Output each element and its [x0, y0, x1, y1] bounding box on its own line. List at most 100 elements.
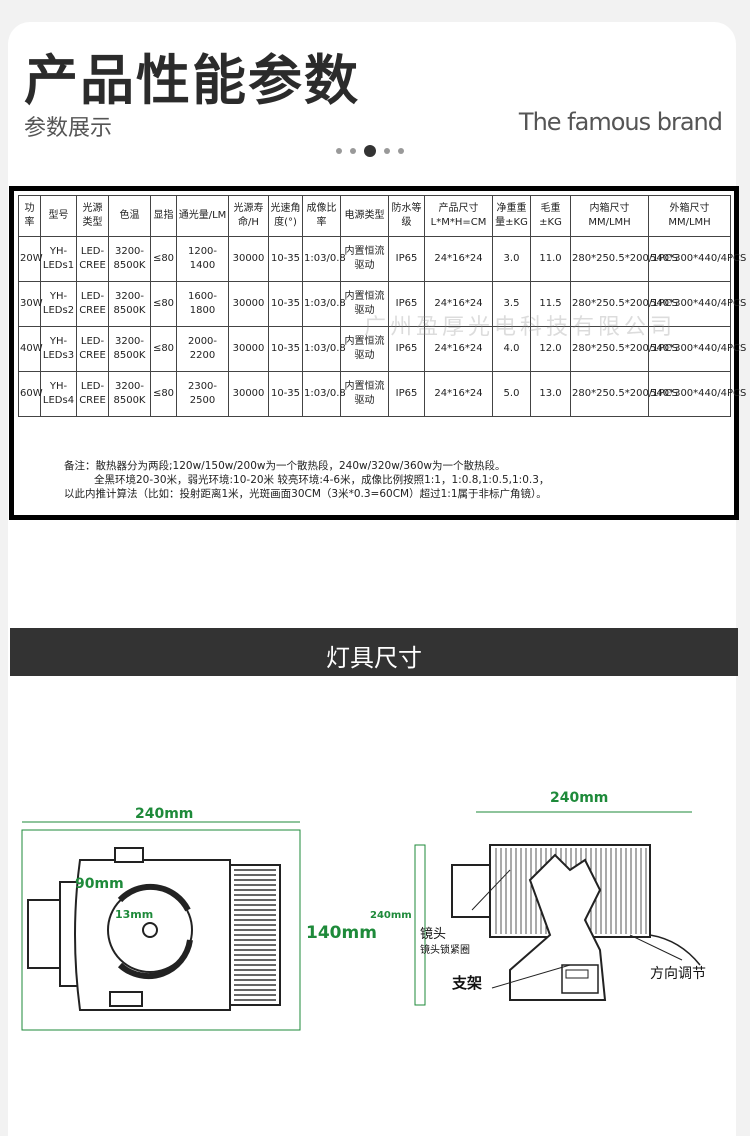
spec-cell: 1200-1400 — [176, 236, 229, 282]
spec-cell: YH-LEDs2 — [40, 281, 77, 327]
spec-cell: 1:03/0.8 — [302, 236, 346, 282]
carousel-dots[interactable] — [336, 145, 404, 157]
spec-cell: ≤80 — [150, 371, 177, 417]
side-view-drawing: 240mm 90mm 13mm 140mm — [21, 806, 377, 1031]
spec-cell: 内置恒流驱动 — [340, 326, 389, 372]
spec-cell: LED-CREE — [76, 281, 109, 327]
spec-header-cell: 型号 — [40, 195, 77, 237]
page-title: 产品性能参数 — [24, 49, 360, 112]
right-width-label: 240mm — [550, 790, 608, 806]
spec-cell: 540*300*440/4PCS — [648, 281, 746, 327]
spec-cell: 60W — [18, 371, 43, 417]
dimension-diagram: 240mm 90mm 13mm 140mm 240mm 240mm 镜头 镜头锁… — [21, 790, 706, 1031]
carousel-dot-active[interactable] — [364, 145, 376, 157]
spec-header-cell: 防水等级 — [388, 195, 425, 237]
spec-header-cell: 显指 — [150, 195, 177, 237]
spec-cell: LED-CREE — [76, 371, 109, 417]
bracket-label: 支架 — [451, 974, 482, 992]
carousel-dot[interactable] — [398, 148, 404, 154]
watermark-text: 广州盈厚光电科技有限公司 — [364, 315, 677, 340]
section-header: 灯具尺寸 — [10, 628, 738, 676]
spec-cell: 20W — [18, 236, 43, 282]
spec-cell: 24*16*24 — [424, 371, 493, 417]
lens-label: 镜头 — [420, 927, 446, 942]
spec-cell: 10-35 — [268, 281, 303, 327]
page-subtitle: 参数展示 — [24, 116, 113, 141]
spec-cell: 30000 — [228, 281, 269, 327]
spec-header-cell: 光源寿命/H — [228, 195, 269, 237]
spec-header-cell: 光速角度(°) — [268, 195, 303, 237]
spec-cell: 3200-8500K — [108, 326, 151, 372]
front-view-drawing: 240mm 240mm 镜头 镜头锁紧圈 支架 方向调节 — [370, 790, 706, 1006]
spec-cell: 13.0 — [530, 371, 571, 417]
spec-cell: 2000-2200 — [176, 326, 229, 372]
carousel-dot[interactable] — [384, 148, 390, 154]
spec-cell: 540*300*440/4PCS — [648, 326, 746, 372]
spec-cell: 3.0 — [492, 236, 531, 282]
left-height-label: 140mm — [306, 923, 377, 943]
carousel-dot[interactable] — [350, 148, 356, 154]
spec-cell: 10-35 — [268, 371, 303, 417]
brand-text: The famous brand — [518, 108, 723, 136]
spec-cell: 2300-2500 — [176, 371, 229, 417]
spec-cell: IP65 — [388, 236, 425, 282]
spec-cell: 540*300*440/4PCS — [648, 236, 746, 282]
spec-cell: 40W — [18, 326, 43, 372]
spec-cell: IP65 — [388, 371, 425, 417]
spec-cell: IP65 — [388, 326, 425, 372]
spec-header-cell: 光源类型 — [76, 195, 109, 237]
spec-cell: 1600-1800 — [176, 281, 229, 327]
spec-cell: 280*250.5*200/1PCS — [570, 236, 678, 282]
spec-cell: 540*300*440/4PCS — [648, 371, 746, 417]
spec-cell: 10-35 — [268, 236, 303, 282]
spec-header-cell: 色温 — [108, 195, 151, 237]
carousel-dot[interactable] — [336, 148, 342, 154]
spec-cell: LED-CREE — [76, 326, 109, 372]
left-width-label: 240mm — [135, 806, 193, 822]
spec-cell: YH-LEDs4 — [40, 371, 77, 417]
spec-cell: 内置恒流驱动 — [340, 371, 389, 417]
spec-cell: LED-CREE — [76, 236, 109, 282]
spec-cell: 内置恒流驱动 — [340, 236, 389, 282]
spec-header-cell: 内箱尺寸 MM/LMH — [570, 195, 649, 237]
spec-cell: 30W — [18, 281, 43, 327]
spec-header-cell: 外箱尺寸 MM/LMH — [648, 195, 731, 237]
spec-cell: ≤80 — [150, 236, 177, 282]
diameter-label: 90mm — [75, 876, 124, 892]
spec-cell: 12.0 — [530, 326, 571, 372]
spec-cell: 30000 — [228, 326, 269, 372]
spec-cell: 280*250.5*200/1PCS — [570, 371, 678, 417]
spec-cell: 3200-8500K — [108, 281, 151, 327]
spec-header-cell: 净重重量±KG — [492, 195, 531, 237]
spec-cell: 280*250.5*200/1PCS — [570, 281, 678, 327]
spec-cell: 3200-8500K — [108, 371, 151, 417]
spec-cell: 24*16*24 — [424, 236, 493, 282]
spec-cell: 3200-8500K — [108, 236, 151, 282]
spec-cell: ≤80 — [150, 281, 177, 327]
spec-cell: 24*16*24 — [424, 281, 493, 327]
spec-cell: ≤80 — [150, 326, 177, 372]
note-line: 备注：散热器分为两段;120w/150w/200w为一个散热段，240w/320… — [64, 460, 506, 472]
spec-cell: 280*250.5*200/1PCS — [570, 326, 678, 372]
spec-header-cell: 产品尺寸 L*M*H=CM — [424, 195, 493, 237]
right-height-label: 240mm — [370, 910, 412, 921]
spec-cell: 1:03/0.8 — [302, 326, 346, 372]
note-line: 全黑环境20-30米，弱光环境:10-20米 较亮环境:4-6米，成像比例按照1… — [94, 474, 550, 486]
hole-label: 13mm — [115, 908, 153, 921]
spec-cell: YH-LEDs3 — [40, 326, 77, 372]
spec-cell: 30000 — [228, 371, 269, 417]
spec-cell: 30000 — [228, 236, 269, 282]
heatsink-fins — [234, 869, 276, 1001]
spec-cell: 11.0 — [530, 236, 571, 282]
spec-header-cell: 电源类型 — [340, 195, 389, 237]
spec-header-cell: 成像比率 — [302, 195, 341, 237]
section-title: 灯具尺寸 — [326, 644, 422, 672]
spec-cell: 1:03/0.8 — [302, 281, 346, 327]
spec-cell: YH-LEDs1 — [40, 236, 77, 282]
